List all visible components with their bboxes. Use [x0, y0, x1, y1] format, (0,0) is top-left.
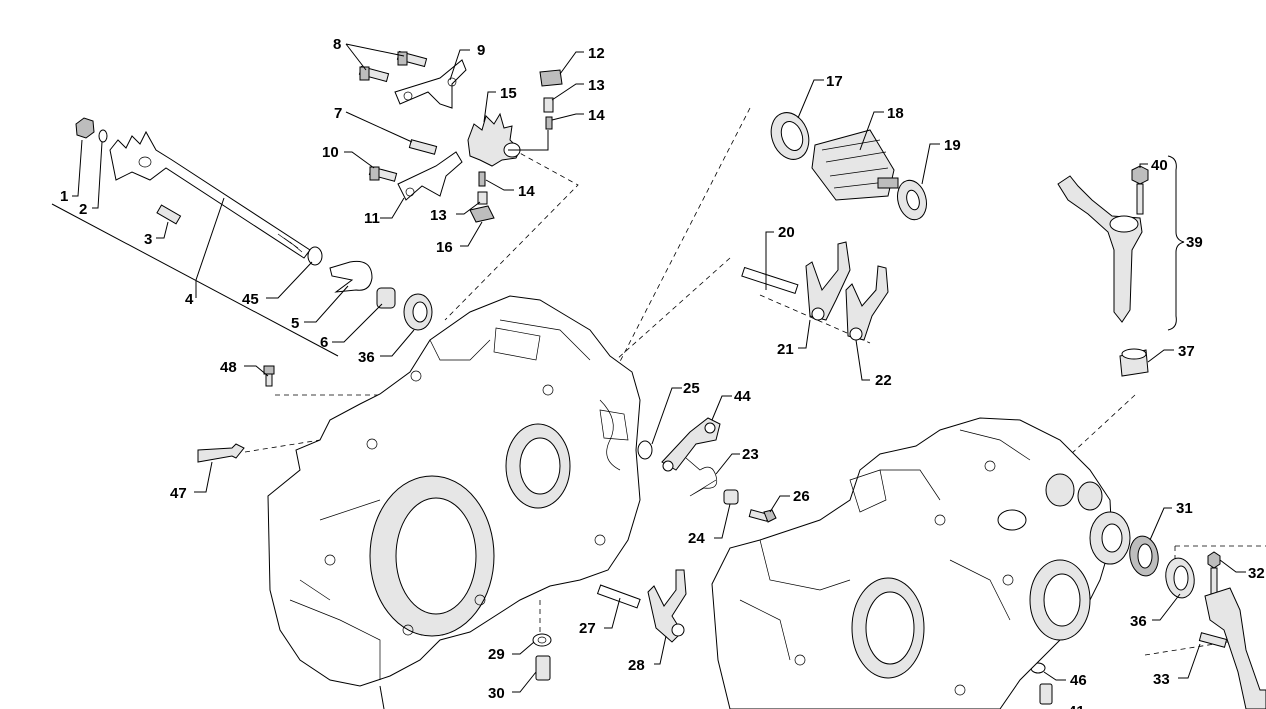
screw-part [263, 365, 275, 375]
right-crankcase-half [711, 417, 1131, 709]
callout-2: 2 [79, 201, 87, 218]
shift-lever-assembly [1057, 155, 1266, 709]
screw-part [408, 139, 438, 155]
callout-17: 17 [826, 73, 843, 90]
callout-41: 41 [1068, 703, 1085, 709]
return-spring-part [329, 260, 373, 293]
plunger-part [477, 191, 488, 205]
callout-30: 30 [488, 685, 505, 702]
leader-lines [72, 43, 1246, 709]
callout-26: 26 [793, 488, 810, 505]
callout-45: 45 [242, 291, 259, 308]
crankcase-outline [711, 417, 1113, 709]
washer-part [532, 633, 552, 647]
callout-23: 23 [742, 446, 759, 463]
bolt-part [1039, 683, 1053, 705]
callout-21: 21 [777, 341, 794, 358]
callout-4: 4 [185, 291, 194, 308]
callout-37: 37 [1178, 343, 1195, 360]
callout-14-lower: 14 [518, 183, 535, 200]
washer-part [98, 129, 108, 143]
callout-3: 3 [144, 231, 152, 248]
shift-star-part [467, 112, 521, 167]
screw-part [358, 50, 428, 83]
callout-7: 7 [334, 105, 342, 122]
callout-16: 16 [436, 239, 453, 256]
selector-arm-part [1057, 175, 1143, 323]
small-parts [197, 365, 1053, 705]
callout-8: 8 [333, 36, 341, 53]
fork-rod-part [741, 266, 799, 295]
washer-part [637, 440, 653, 460]
callout-10: 10 [322, 144, 339, 161]
callout-19: 19 [944, 137, 961, 154]
plunger-part [543, 97, 554, 113]
callout-13-upper: 13 [588, 77, 605, 94]
shift-shaft-part [109, 130, 311, 259]
callout-9: 9 [477, 42, 485, 59]
detent-lever-part [394, 59, 467, 109]
callout-36-left: 36 [358, 349, 375, 366]
shift-drum-part [811, 129, 895, 201]
pin-part [156, 204, 182, 225]
callout-12: 12 [588, 45, 605, 62]
callout-31: 31 [1176, 500, 1193, 517]
screw-part [1198, 632, 1228, 648]
callout-15: 15 [500, 85, 517, 102]
callout-22: 22 [875, 372, 892, 389]
shift-forks [596, 241, 889, 643]
callout-20: 20 [778, 224, 795, 241]
callout-32: 32 [1248, 565, 1265, 582]
callout-14-upper: 14 [588, 107, 605, 124]
callout-33: 33 [1153, 671, 1170, 688]
callout-36-right: 36 [1130, 613, 1147, 630]
shift-pedal-part [1204, 587, 1266, 709]
callout-6: 6 [320, 334, 328, 351]
shift-fork-part [805, 241, 851, 321]
callout-28: 28 [628, 657, 645, 674]
callout-13-lower: 13 [430, 207, 447, 224]
bushing-part [376, 287, 396, 309]
spring-part [545, 116, 553, 130]
callout-48: 48 [220, 359, 237, 376]
ratchet-lever-part [397, 151, 463, 201]
slider-block-part [539, 69, 563, 87]
indexing-parts [358, 50, 563, 223]
callout-27: 27 [579, 620, 596, 637]
callout-labels: 1 2 3 4 5 6 7 8 9 10 11 12 13 14 15 14 1… [60, 36, 1265, 709]
callout-39: 39 [1186, 234, 1203, 251]
fork-rod-part [596, 584, 641, 609]
callout-18: 18 [887, 105, 904, 122]
callout-40: 40 [1151, 157, 1168, 174]
bushing-part [723, 489, 739, 505]
callout-46: 46 [1070, 672, 1087, 689]
callout-44: 44 [734, 388, 751, 405]
shift-shaft-assembly [51, 117, 433, 357]
bolt-part [1131, 165, 1149, 185]
shift-drum-assembly [770, 112, 927, 221]
spring-part [478, 171, 486, 187]
callout-11: 11 [364, 210, 380, 227]
callout-25: 25 [683, 380, 700, 397]
callout-1: 1 [60, 188, 68, 205]
callout-5: 5 [291, 315, 299, 332]
left-crankcase-half [267, 295, 641, 687]
shaft-washer-part [307, 246, 323, 266]
callout-24: 24 [688, 530, 705, 547]
breather-nipple-part [197, 443, 245, 463]
callout-29: 29 [488, 646, 505, 663]
guide-block-part [469, 205, 495, 223]
bolt-part [1207, 551, 1221, 569]
nut-part [75, 117, 95, 139]
callout-47: 47 [170, 485, 187, 502]
drain-plug-part [535, 655, 551, 681]
